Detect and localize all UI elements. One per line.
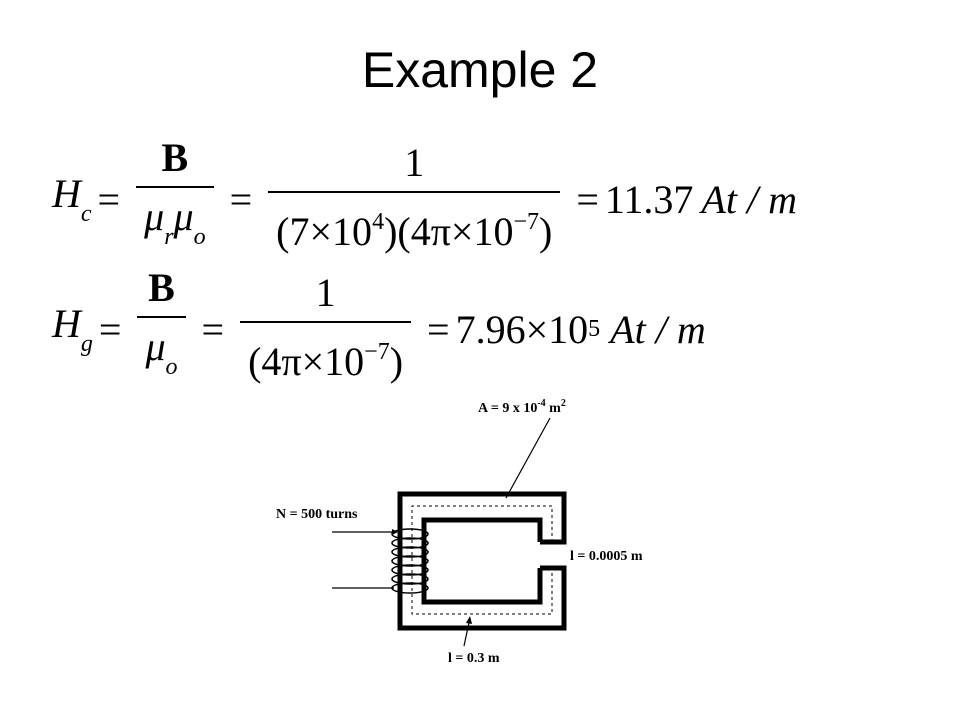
hc-lhs: Hc bbox=[52, 170, 92, 228]
coil-winding bbox=[391, 528, 429, 594]
denominator-mur-muo: μrμo bbox=[136, 186, 214, 260]
core-outer-edge bbox=[397, 491, 567, 631]
numerator-b: B bbox=[148, 265, 175, 310]
equals-sign: = bbox=[427, 306, 450, 352]
hg-result-unit: At / m bbox=[610, 306, 706, 352]
denominator-product: (7×104)(4π×10−7) bbox=[268, 191, 561, 255]
core-inner-edge bbox=[421, 517, 543, 605]
mu-subscript-o: o bbox=[193, 224, 206, 250]
hg-symbol: H bbox=[52, 301, 81, 346]
hc-subscript: c bbox=[80, 201, 92, 227]
equals-sign: = bbox=[98, 306, 122, 352]
mean-path-dashed bbox=[411, 505, 553, 615]
denominator-muo: μo bbox=[137, 316, 186, 390]
den-part-c: ) bbox=[539, 209, 553, 254]
den-exp-b: −7 bbox=[513, 209, 540, 235]
area-leader-line bbox=[505, 417, 551, 499]
fraction-numeric: 1 (7×104)(4π×10−7) bbox=[268, 140, 561, 255]
equals-sign: = bbox=[97, 176, 121, 222]
hc-symbol: H bbox=[52, 171, 81, 216]
turns-label: N = 500 turns bbox=[276, 507, 358, 522]
hg-result-exp: 5 bbox=[588, 315, 601, 342]
gap-label: l = 0.0005 m bbox=[570, 549, 643, 564]
fraction-numeric: 1 (4π×10−7) bbox=[240, 270, 412, 385]
hg-subscript: g bbox=[80, 331, 93, 357]
length-leader-arrow bbox=[466, 616, 472, 624]
equals-sign: = bbox=[576, 176, 599, 222]
hc-result-value: 11.37 bbox=[604, 176, 694, 222]
area-label: A = 9 x 10-4 m2 bbox=[478, 398, 566, 416]
hg-lhs: Hg bbox=[52, 300, 93, 358]
slide-title: Example 2 bbox=[361, 42, 599, 98]
equation-hc: Hc = B μrμo = 1 (7×104)(4π×10−7) = 11.37… bbox=[52, 138, 797, 260]
numerator-one: 1 bbox=[315, 270, 336, 315]
den-part-b: ) bbox=[389, 339, 404, 384]
fraction-b-over-muo: B μo bbox=[137, 265, 186, 390]
equals-sign: = bbox=[201, 306, 225, 352]
den-part-a: (4π×10 bbox=[248, 339, 365, 384]
magnetic-core bbox=[397, 491, 567, 631]
den-exp-a: −7 bbox=[364, 339, 390, 365]
length-label: l = 0.3 m bbox=[448, 651, 500, 666]
den-part-b: )(4π×10 bbox=[384, 209, 514, 254]
denominator-product: (4π×10−7) bbox=[240, 321, 412, 385]
mu-symbol: μ bbox=[144, 194, 165, 239]
magnetic-core-diagram: A = 9 x 10-4 m2 N = 500 turns l = 0.0005… bbox=[276, 398, 643, 666]
mu-symbol: μ bbox=[145, 324, 166, 369]
mu-subscript-r: r bbox=[164, 224, 174, 250]
numerator-b: B bbox=[161, 135, 189, 180]
coil-lead-arrow bbox=[392, 529, 398, 535]
mu-symbol: μ bbox=[173, 194, 194, 239]
hc-result-unit: At / m bbox=[701, 176, 797, 222]
hg-result-mantissa: 7.96×10 bbox=[455, 306, 589, 352]
den-part-a: (7×10 bbox=[276, 209, 373, 254]
equals-sign: = bbox=[229, 176, 253, 222]
fraction-b-over-mur-muo: B μrμo bbox=[136, 138, 214, 260]
mu-subscript-o: o bbox=[165, 354, 178, 380]
numerator-one: 1 bbox=[404, 140, 425, 185]
den-exp-a: 4 bbox=[372, 209, 385, 235]
